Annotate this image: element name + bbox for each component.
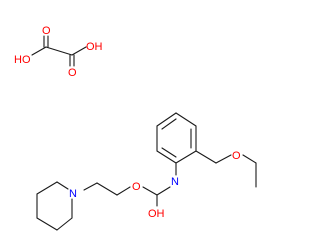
bond bbox=[31, 46, 47, 56]
bond bbox=[36, 181, 58, 195]
bond bbox=[175, 112, 197, 127]
bond bbox=[56, 181, 69, 190]
bond bbox=[156, 112, 177, 127]
atom-label-oh: OH bbox=[86, 41, 103, 53]
oxalic-acid bbox=[31, 35, 87, 67]
piperidine-ring bbox=[36, 181, 73, 231]
bond bbox=[56, 217, 73, 231]
molecule-drawing: HO OH O O O N O OH N bbox=[14, 25, 257, 231]
atom-label-n: N bbox=[171, 176, 179, 188]
bond bbox=[195, 150, 217, 164]
bond bbox=[116, 186, 131, 196]
bond bbox=[175, 150, 197, 164]
atom-label-o: O bbox=[68, 67, 77, 79]
bond bbox=[36, 217, 58, 231]
bond bbox=[156, 150, 177, 164]
bond bbox=[156, 186, 171, 196]
bond bbox=[142, 186, 158, 196]
bond bbox=[161, 118, 177, 130]
ethoxymethyl-group bbox=[195, 150, 257, 188]
atom-label-o: O bbox=[132, 181, 141, 193]
bond bbox=[161, 147, 177, 158]
bond bbox=[242, 154, 257, 164]
carbamate-group bbox=[142, 162, 177, 207]
atom-label-o: O bbox=[232, 150, 241, 162]
bond bbox=[45, 46, 73, 56]
atom-label-ho: HO bbox=[14, 54, 31, 66]
bond bbox=[83, 182, 98, 191]
ethylene-linker bbox=[83, 182, 131, 196]
chemical-structure-canvas: HO OH O O O N O OH N bbox=[14, 25, 257, 231]
atom-label-n: N bbox=[69, 188, 77, 200]
bond bbox=[96, 182, 118, 196]
atom-label-o: O bbox=[42, 25, 51, 37]
bond bbox=[215, 154, 232, 164]
benzene-ring bbox=[156, 112, 197, 164]
atom-label-oh: OH bbox=[148, 208, 165, 220]
bond bbox=[71, 46, 87, 56]
